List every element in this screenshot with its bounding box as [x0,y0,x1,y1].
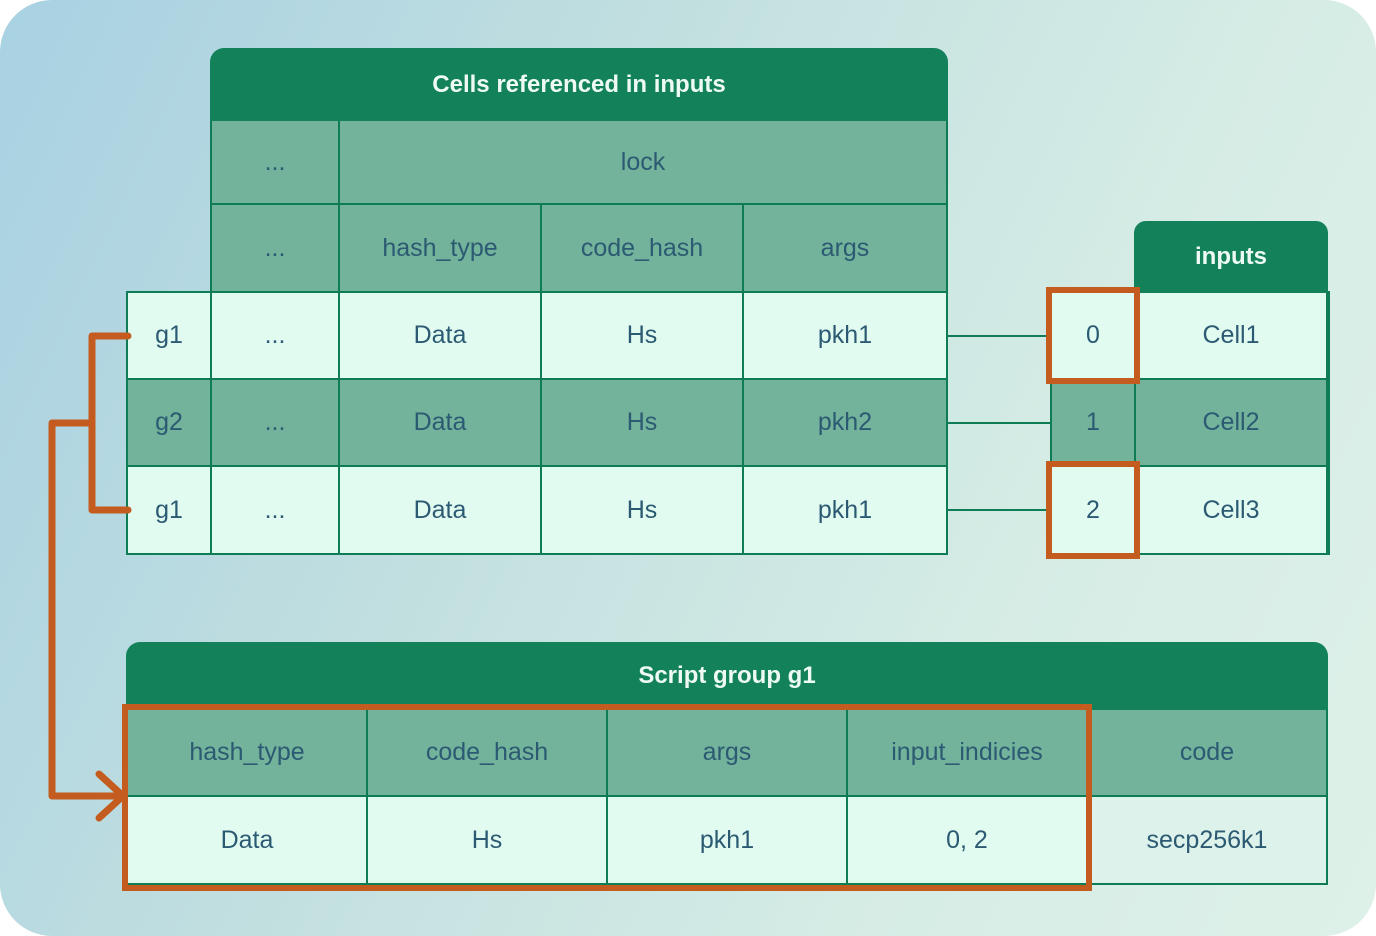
script-header-args: args [608,710,846,795]
cells-table-lock-header: lock [340,121,946,203]
script-value-code-hash: Hs [368,797,606,883]
input-index-0: 0 [1052,293,1134,378]
group-label-g1-row1: g1 [128,293,210,378]
cells-row-3-code-hash: Hs [542,467,742,553]
script-group-table: hash_type code_hash args input_indicies … [126,708,1328,885]
script-header-code-hash: code_hash [368,710,606,795]
script-value-input-indicies: 0, 2 [848,797,1086,883]
group-label-g1-row3: g1 [128,467,210,553]
cells-table-args-header: args [744,205,946,291]
inputs-table-title-label: inputs [1195,243,1267,270]
cells-row-1-code-hash: Hs [542,293,742,378]
group-label-g2: g2 [128,380,210,465]
cells-table-code-hash-header: code_hash [542,205,742,291]
cells-table-title-label: Cells referenced in inputs [432,70,726,98]
cells-row-2-args: pkh2 [744,380,946,465]
arrowhead-icon [95,770,127,822]
script-value-args: pkh1 [608,797,846,883]
cells-table-title: Cells referenced in inputs [210,48,948,121]
cells-row-1-dots: ... [212,293,338,378]
cells-row-2-code-hash: Hs [542,380,742,465]
cells-row-3-dots: ... [212,467,338,553]
g1-group-bracket [48,332,132,822]
cells-table: ... lock ... hash_type code_hash args ..… [210,119,948,555]
script-group-table-title: Script group g1 [126,642,1328,710]
script-header-input-indicies: input_indicies [848,710,1086,795]
input-index-2: 2 [1052,467,1134,553]
cells-row-1-hash-type: Data [340,293,540,378]
inputs-table: 0 Cell1 1 Cell2 2 Cell3 [1050,291,1330,555]
row-link-lines [948,335,1050,511]
cells-row-2-hash-type: Data [340,380,540,465]
input-cell-1: Cell1 [1136,293,1326,378]
script-value-hash-type: Data [128,797,366,883]
script-header-code: code [1088,710,1326,795]
script-group-table-title-label: Script group g1 [638,662,816,689]
cells-row-3-args: pkh1 [744,467,946,553]
cells-table-dots-cell: ... [212,121,338,203]
input-index-1: 1 [1052,380,1134,465]
script-value-code: secp256k1 [1088,797,1326,883]
inputs-table-title: inputs [1134,221,1328,293]
cells-table-dots-cell: ... [212,205,338,291]
input-cell-3: Cell3 [1136,467,1326,553]
cells-row-3-hash-type: Data [340,467,540,553]
script-group-column: g1 g2 g1 [126,291,212,555]
cells-row-2-dots: ... [212,380,338,465]
cells-row-1-args: pkh1 [744,293,946,378]
script-header-hash-type: hash_type [128,710,366,795]
input-cell-2: Cell2 [1136,380,1326,465]
cells-table-hash-type-header: hash_type [340,205,540,291]
